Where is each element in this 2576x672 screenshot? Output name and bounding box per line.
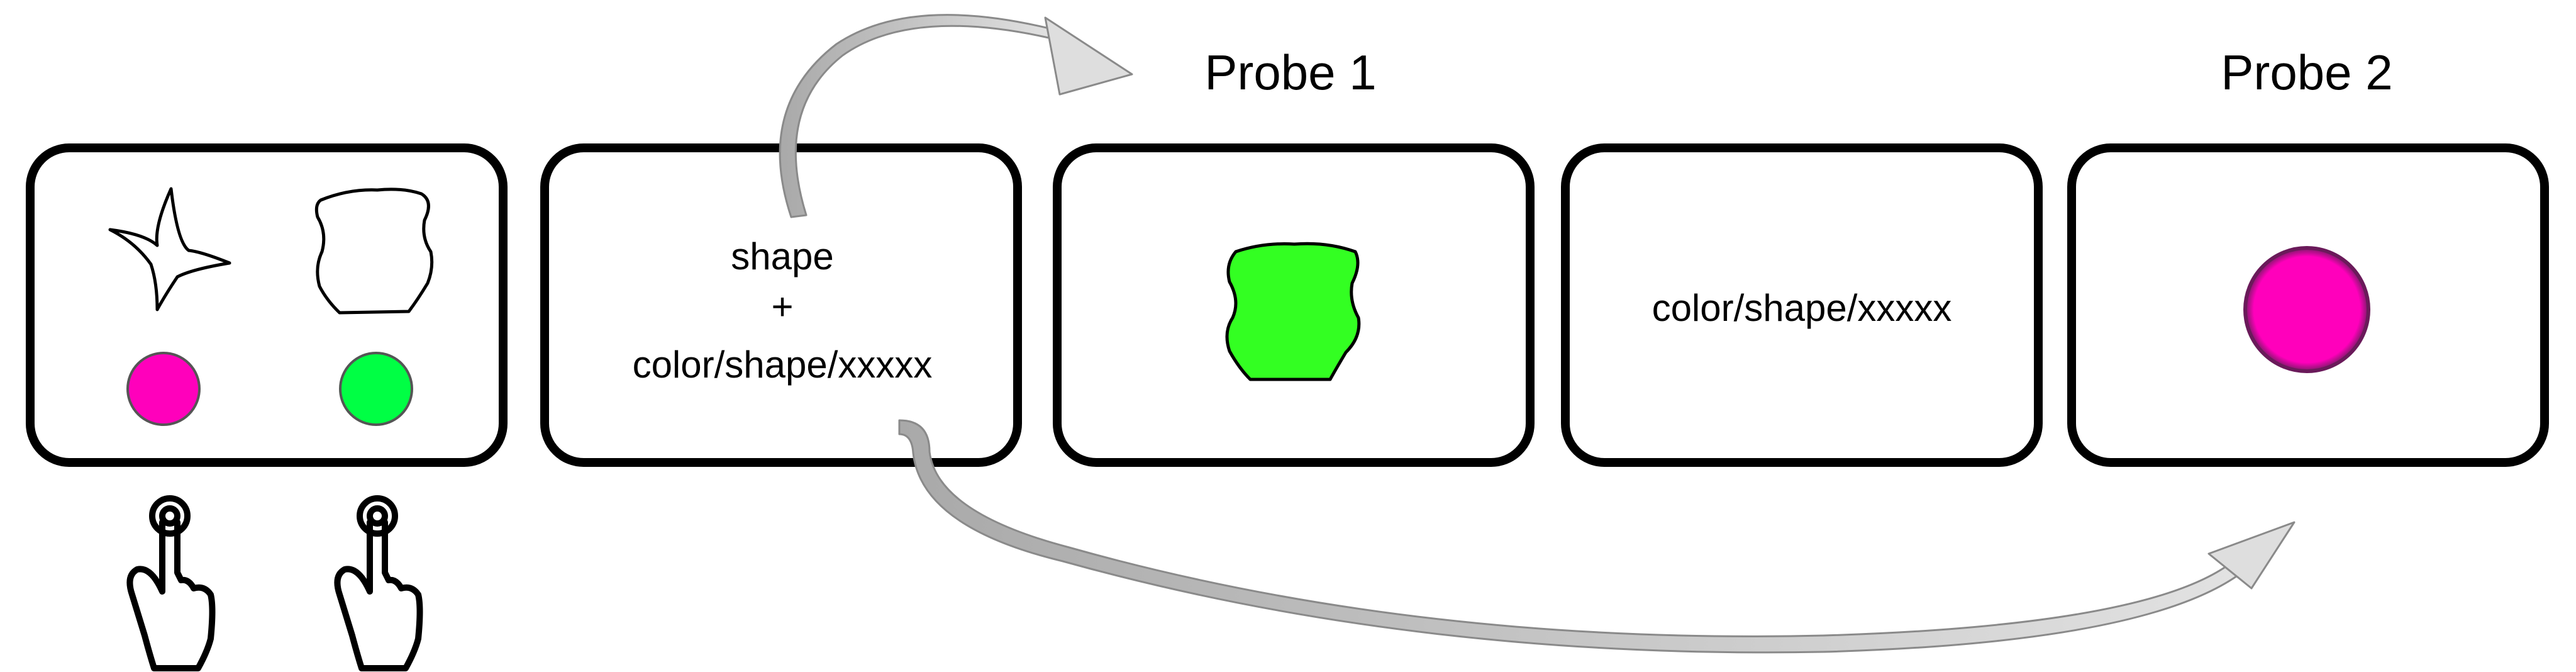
cue-line-options: color/shape/xxxxx bbox=[633, 344, 933, 386]
blob-shape-icon bbox=[314, 188, 434, 315]
pointing-hand-icon bbox=[334, 495, 423, 671]
magenta-circle-icon bbox=[126, 352, 201, 426]
green-blob-shape-icon bbox=[1225, 242, 1361, 381]
curved-arrow-icon bbox=[898, 419, 2296, 654]
star-shape-icon bbox=[108, 187, 231, 311]
pointing-hand-icon bbox=[126, 495, 216, 671]
panel-cue: shape + color/shape/xxxxx bbox=[540, 143, 1022, 467]
curved-arrow-icon bbox=[779, 14, 1133, 218]
cue-line-plus: + bbox=[771, 286, 793, 328]
cue-line-shape: shape bbox=[731, 235, 833, 277]
green-circle-icon bbox=[339, 352, 413, 426]
panel-stimuli bbox=[26, 143, 508, 467]
cue-2-text: color/shape/xxxxx bbox=[1652, 287, 1952, 329]
probe-2-label: Probe 2 bbox=[2221, 45, 2392, 100]
magenta-circle-probe-icon bbox=[2243, 246, 2370, 373]
panel-probe-1 bbox=[1053, 143, 1535, 467]
panel-probe-2 bbox=[2067, 143, 2549, 467]
probe-1-label: Probe 1 bbox=[1204, 45, 1376, 100]
panel-cue-2: color/shape/xxxxx bbox=[1561, 143, 2043, 467]
